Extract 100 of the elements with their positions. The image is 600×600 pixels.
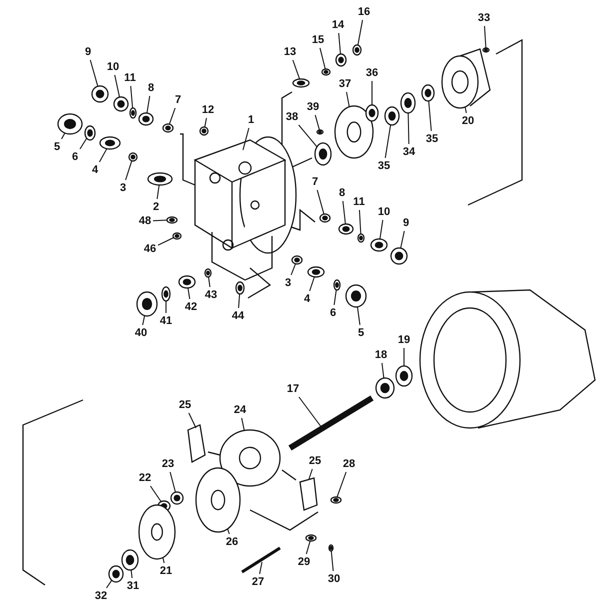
- machine-part-drawing: [375, 377, 395, 399]
- callout-number: 7: [312, 176, 318, 188]
- leader-line: [156, 184, 160, 200]
- machine-part-drawing: [147, 172, 173, 186]
- leader-line: [242, 128, 250, 150]
- callout-number: 48: [138, 215, 152, 227]
- callout-number: 26: [226, 536, 238, 548]
- leader-line: [428, 100, 432, 132]
- leader-line: [336, 472, 347, 498]
- machine-part-drawing: [307, 266, 325, 278]
- callout-number: 9: [402, 217, 410, 229]
- leader-line: [408, 112, 410, 144]
- callout-number: 8: [148, 82, 154, 94]
- machine-part-drawing: [136, 291, 158, 317]
- callout-number: 22: [138, 472, 152, 484]
- callout-number: 21: [160, 565, 172, 577]
- machine-part-drawing: [292, 78, 310, 88]
- machine-part-drawing: [319, 213, 331, 223]
- callout-number: 10: [378, 206, 390, 218]
- machine-part-drawing: [338, 223, 354, 235]
- callout-number: 25: [308, 455, 322, 467]
- leader-line: [384, 124, 392, 158]
- machine-part-drawing: [365, 104, 379, 122]
- leader-line: [241, 418, 245, 432]
- leader-line: [400, 230, 405, 249]
- leader-line: [484, 26, 486, 48]
- leader-line: [162, 557, 165, 564]
- leader-line: [125, 160, 132, 180]
- leader-line: [338, 32, 341, 55]
- callout-number: 11: [353, 196, 365, 208]
- machine-part-drawing: [421, 84, 435, 102]
- callout-number: 27: [252, 576, 264, 588]
- callout-number: 34: [402, 146, 416, 158]
- leader-line: [142, 315, 146, 326]
- machine-part-drawing: [288, 395, 374, 451]
- callout-number: 14: [332, 19, 344, 31]
- leader-line: [358, 210, 362, 234]
- leader-line: [61, 132, 66, 140]
- callout-number: 4: [92, 164, 98, 176]
- callout-number: 28: [342, 458, 356, 470]
- leader-line: [379, 220, 384, 240]
- callout-number: 36: [366, 67, 378, 79]
- callout-number: 5: [358, 327, 364, 339]
- leader-line: [170, 472, 176, 493]
- leader-line: [80, 138, 88, 150]
- callout-number: 16: [358, 6, 370, 18]
- machine-part-drawing: [178, 275, 196, 289]
- callout-number: 1: [248, 114, 254, 126]
- callout-number: 6: [330, 307, 336, 319]
- machine-part-drawing: [291, 255, 303, 265]
- leader-line: [306, 540, 311, 554]
- machine-part-drawing: [335, 53, 347, 67]
- leader-line: [130, 569, 133, 578]
- machine-part-drawing: [357, 233, 365, 243]
- callout-number: 4: [304, 293, 310, 305]
- callout-number: 11: [124, 72, 136, 84]
- callout-number: 31: [126, 580, 140, 592]
- leader-line: [187, 287, 190, 300]
- callout-number: 9: [84, 46, 92, 58]
- machine-part-drawing: [400, 92, 416, 114]
- leader-line: [334, 289, 337, 306]
- leader-line: [227, 528, 230, 534]
- callout-number: 46: [144, 243, 156, 255]
- leader-line: [150, 486, 162, 502]
- machine-part-drawing: [345, 284, 367, 308]
- machine-part-drawing: [128, 152, 138, 162]
- leader-line: [106, 580, 112, 588]
- callout-number: 35: [426, 133, 438, 145]
- callout-number: 24: [234, 404, 246, 416]
- leader-line: [357, 20, 364, 46]
- callout-number: 38: [286, 111, 298, 123]
- machine-part-drawing: [195, 467, 241, 533]
- leader-line: [342, 200, 346, 225]
- leader-line: [238, 293, 240, 308]
- machine-part-drawing: [370, 238, 388, 252]
- machine-part-drawing: [187, 424, 206, 463]
- leader-line: [320, 48, 326, 70]
- leader-line: [308, 468, 313, 480]
- leader-line: [168, 108, 176, 125]
- leader-line: [346, 92, 350, 108]
- leader-line: [130, 86, 134, 109]
- callout-number: 3: [120, 182, 126, 194]
- callout-number: 29: [298, 556, 310, 568]
- machine-part-drawing: [395, 365, 413, 387]
- callout-number: 19: [398, 334, 410, 346]
- callout-number: 23: [162, 458, 174, 470]
- callout-number: 12: [202, 104, 214, 116]
- machine-part-drawing: [138, 504, 176, 560]
- leader-line: [98, 148, 108, 162]
- machine-part-drawing: [334, 105, 374, 159]
- leader-line: [330, 550, 334, 572]
- leader-line: [290, 263, 296, 276]
- callout-number: 42: [184, 301, 198, 313]
- callout-number: 17: [286, 383, 300, 395]
- leader-line: [292, 60, 300, 80]
- callout-number: 40: [134, 327, 148, 339]
- callout-number: 33: [478, 12, 490, 24]
- machine-part-drawing: [219, 429, 281, 487]
- leader-line: [208, 276, 210, 288]
- machine-part-drawing: [99, 136, 121, 150]
